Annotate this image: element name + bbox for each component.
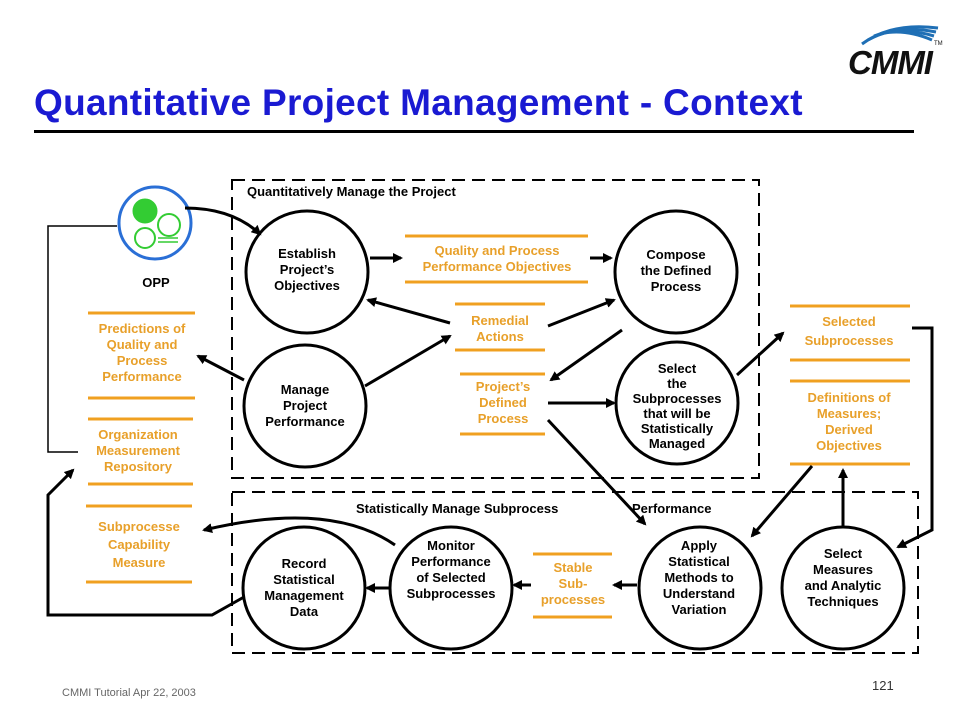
node-establish: Establish Project’s Objectives — [274, 246, 340, 293]
node-compose-circle — [613, 209, 739, 335]
store-capability: Subprocesse Capability Measure — [98, 519, 180, 570]
node-apply: Apply Statistical Methods to Understand … — [662, 538, 736, 617]
store-capability-lines — [86, 504, 192, 584]
node-monitor: Monitor Performance of Selected Subproce… — [406, 538, 496, 601]
page-number: 121 — [872, 678, 894, 693]
svg-text:TM: TM — [934, 41, 943, 47]
store-stable: Stable Sub- processes — [540, 560, 606, 607]
store-selected: Selected Subprocesses — [804, 314, 894, 348]
store-definitions: Definitions of Measures; Derived Objecti… — [807, 390, 891, 453]
store-predictions: Predictions of Quality and Process Perfo… — [98, 321, 186, 384]
store-quality: Quality and Process Performance Objectiv… — [422, 243, 572, 274]
node-apply-circle — [637, 525, 763, 651]
arrow-selected-to-select-meas — [896, 326, 934, 549]
footer-text: CMMI Tutorial Apr 22, 2003 — [62, 687, 196, 699]
store-quality-lines — [405, 234, 588, 284]
section-label-bottom-left: Statistically Manage Subprocess — [356, 501, 559, 516]
section-label-top: Quantitatively Manage the Project — [247, 184, 456, 199]
node-select-meas: Select Measures and Analytic Techniques — [804, 546, 882, 609]
node-record: Record Statistical Management Data — [264, 556, 344, 619]
store-selected-lines — [790, 304, 910, 362]
section-label-bottom-right: Performance — [632, 501, 712, 516]
store-omr: Organization Measurement Repository — [96, 427, 180, 474]
node-manage: Manage Project Performance — [265, 382, 345, 429]
opp-label: OPP — [142, 275, 170, 290]
store-omr-lines — [88, 417, 193, 486]
top-section-box — [231, 179, 760, 479]
node-compose: Compose the Defined Process — [640, 247, 712, 294]
arrow-compose-to-defined — [549, 328, 623, 382]
bottom-section-box — [231, 491, 919, 654]
arrow-manage-to-remedial — [364, 334, 452, 388]
node-select-sub: Select the Subprocesses that will be Sta… — [632, 361, 722, 451]
title-rule — [34, 130, 914, 133]
store-stable-lines — [533, 552, 612, 619]
arrow-manage-to-predictions — [196, 354, 245, 382]
node-select-sub-circle — [614, 340, 740, 466]
store-predictions-lines — [88, 311, 195, 400]
store-remedial-lines — [455, 302, 545, 352]
node-establish-circle — [244, 209, 370, 335]
arrow-opp-to-establish — [184, 206, 262, 236]
arrow-monitor-to-capability — [202, 516, 396, 547]
arrow-defined-to-apply — [546, 418, 647, 526]
line-omr-to-opp — [47, 225, 117, 453]
arrow-remedial-to-establish — [366, 297, 451, 325]
arrow-record-to-omr — [46, 468, 245, 617]
store-defined-lines — [460, 372, 545, 436]
node-manage-circle — [242, 343, 368, 469]
store-definitions-lines — [790, 379, 910, 466]
overlapping-circles-icon — [117, 185, 193, 261]
logo-text: CMMI — [848, 44, 933, 81]
store-remedial: Remedial Actions — [471, 313, 529, 344]
arrow-select-to-selected — [735, 331, 785, 377]
arrow-definitions-to-apply — [750, 465, 814, 538]
cmmi-logo: TM — [861, 25, 943, 47]
arrow-remedial-to-compose — [547, 298, 616, 328]
store-defined: Project’s Defined Process — [475, 379, 531, 426]
page-title: Quantitative Project Management - Contex… — [34, 82, 803, 123]
